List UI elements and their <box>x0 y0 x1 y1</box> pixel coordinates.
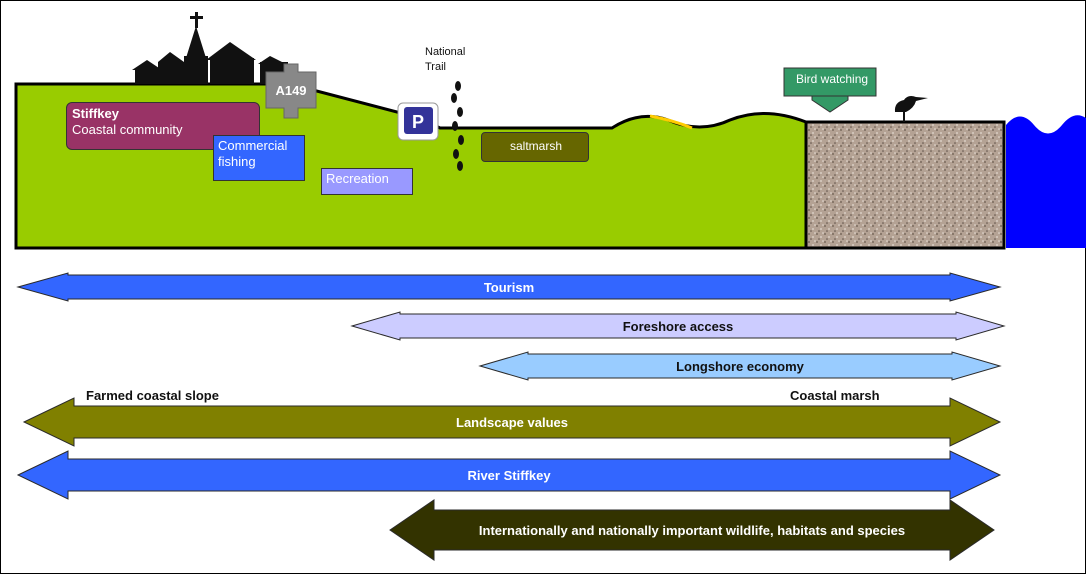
coastal-marsh-label: Coastal marsh <box>790 388 880 403</box>
tourism-arrow-label: Tourism <box>484 280 534 295</box>
recreation-text: Recreation <box>326 171 389 186</box>
a149-label: A149 <box>275 83 306 98</box>
foreshore-access-arrow-label: Foreshore access <box>623 319 734 334</box>
sea <box>1006 115 1086 248</box>
coastal-marsh-block <box>804 120 1006 250</box>
longshore-economy-arrow: Longshore economy <box>478 351 1002 381</box>
longshore-economy-arrow-label: Longshore economy <box>676 359 805 374</box>
landscape-values-arrow-label: Landscape values <box>456 415 568 430</box>
farmed-slope-label: Farmed coastal slope <box>86 388 219 403</box>
commercial-fishing-label: Commercial fishing <box>213 135 305 181</box>
bird-watching-sign: Bird watching <box>783 67 877 113</box>
parking-label: P <box>412 112 424 132</box>
national-trail-line1: National <box>425 46 466 58</box>
tourism-arrow: Tourism <box>16 272 1002 302</box>
footprints-icon <box>451 81 464 171</box>
national-trail-line2: Trail <box>425 61 446 73</box>
commercial-fishing-line2: fishing <box>218 154 256 169</box>
recreation-label: Recreation <box>321 168 413 195</box>
a149-road-sign: A149 <box>265 63 317 119</box>
bird-watching-label: Bird watching <box>796 72 868 86</box>
coastal-path <box>649 114 693 130</box>
parking-sign: P <box>397 102 439 141</box>
village-silhouette <box>132 12 288 84</box>
community-name: Stiffkey <box>72 106 119 121</box>
commercial-fishing-line1: Commercial <box>218 138 288 153</box>
community-subtitle: Coastal community <box>72 122 183 137</box>
national-trail-label: National Trail <box>425 45 465 75</box>
landscape-values-arrow: Landscape values <box>22 397 1002 447</box>
river-stiffkey-arrow: River Stiffkey <box>16 450 1002 500</box>
river-stiffkey-arrow-label: River Stiffkey <box>467 468 551 483</box>
wildlife-arrow: Internationally and nationally important… <box>389 499 995 561</box>
saltmarsh-text: saltmarsh <box>510 139 563 153</box>
wildlife-arrow-label: Internationally and nationally important… <box>479 523 905 538</box>
foreshore-access-arrow: Foreshore access <box>350 311 1006 341</box>
heron-icon <box>894 96 928 122</box>
saltmarsh-label: saltmarsh <box>481 132 589 162</box>
